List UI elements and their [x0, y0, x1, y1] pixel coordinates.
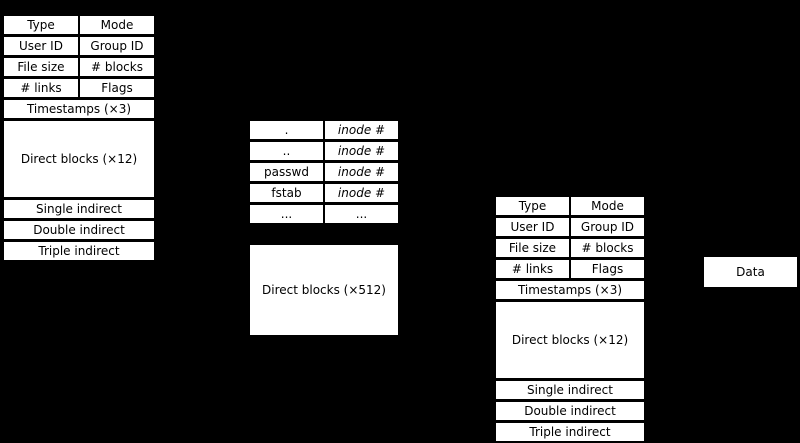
dir-entry-inode: inode #	[324, 120, 399, 140]
table-row: Timestamps (×3)	[495, 280, 645, 300]
table-row: passwd inode #	[249, 162, 399, 182]
inode-field-triple-indirect: Triple indirect	[495, 422, 645, 442]
directory-entry-list: . inode # .. inode # passwd inode # fsta…	[249, 119, 399, 225]
indirect-block-box: Direct blocks (×512)	[249, 244, 399, 336]
inode-field-double-indirect: Double indirect	[3, 220, 155, 240]
inode-field-user-id: User ID	[3, 36, 79, 56]
dir-entry-name: ..	[249, 141, 324, 161]
inode-structure: Type Mode User ID Group ID File size # b…	[495, 195, 645, 443]
file-inode-table: Type Mode User ID Group ID File size # b…	[495, 195, 645, 443]
table-row: User ID Group ID	[3, 36, 155, 56]
dir-entry-name: fstab	[249, 183, 324, 203]
table-row: Single indirect	[3, 199, 155, 219]
inode-field-user-id: User ID	[495, 217, 570, 237]
inode-field-triple-indirect: Triple indirect	[3, 241, 155, 261]
inode-field-double-indirect: Double indirect	[495, 401, 645, 421]
inode-field-mode: Mode	[570, 196, 645, 216]
directory-entries-table: . inode # .. inode # passwd inode # fsta…	[249, 119, 399, 225]
inode-field-file-size: File size	[495, 238, 570, 258]
table-row: File size # blocks	[495, 238, 645, 258]
table-row: Type Mode	[495, 196, 645, 216]
inode-field-num-blocks: # blocks	[570, 238, 645, 258]
table-row: User ID Group ID	[495, 217, 645, 237]
inode-field-group-id: Group ID	[570, 217, 645, 237]
dir-entry-name: passwd	[249, 162, 324, 182]
dir-entry-inode: ...	[324, 204, 399, 224]
inode-field-single-indirect: Single indirect	[495, 380, 645, 400]
inode-field-flags: Flags	[79, 78, 155, 98]
dir-entry-inode: inode #	[324, 141, 399, 161]
table-row: # links Flags	[3, 78, 155, 98]
inode-field-timestamps: Timestamps (×3)	[495, 280, 645, 300]
data-block-box: Data	[703, 256, 798, 288]
dir-entry-inode: inode #	[324, 183, 399, 203]
inode-field-timestamps: Timestamps (×3)	[3, 99, 155, 119]
table-row: Triple indirect	[3, 241, 155, 261]
inode-field-single-indirect: Single indirect	[3, 199, 155, 219]
table-row: . inode #	[249, 120, 399, 140]
inode-field-num-links: # links	[495, 259, 570, 279]
table-row: Single indirect	[495, 380, 645, 400]
table-row: fstab inode #	[249, 183, 399, 203]
inode-field-direct-blocks: Direct blocks (×12)	[495, 301, 645, 379]
table-row: Double indirect	[3, 220, 155, 240]
table-row: File size # blocks	[3, 57, 155, 77]
table-row: Type Mode	[3, 15, 155, 35]
inode-field-mode: Mode	[79, 15, 155, 35]
inode-field-type: Type	[3, 15, 79, 35]
dir-entry-inode: inode #	[324, 162, 399, 182]
table-row: Timestamps (×3)	[3, 99, 155, 119]
table-row: Direct blocks (×12)	[495, 301, 645, 379]
inode-field-num-blocks: # blocks	[79, 57, 155, 77]
dir-entry-name: .	[249, 120, 324, 140]
dir-entry-name: ...	[249, 204, 324, 224]
inode-field-direct-blocks: Direct blocks (×12)	[3, 120, 155, 198]
inode-field-num-links: # links	[3, 78, 79, 98]
inode-field-file-size: File size	[3, 57, 79, 77]
table-row: Double indirect	[495, 401, 645, 421]
inode-field-flags: Flags	[570, 259, 645, 279]
directory-inode-table: Type Mode User ID Group ID File size # b…	[3, 14, 155, 262]
filesystem-inode-diagram: Type Mode User ID Group ID File size # b…	[3, 14, 798, 442]
table-row: Triple indirect	[495, 422, 645, 442]
inode-field-type: Type	[495, 196, 570, 216]
table-row: # links Flags	[495, 259, 645, 279]
table-row: ... ...	[249, 204, 399, 224]
inode-structure: Type Mode User ID Group ID File size # b…	[3, 14, 155, 262]
inode-field-group-id: Group ID	[79, 36, 155, 56]
table-row: Direct blocks (×12)	[3, 120, 155, 198]
table-row: .. inode #	[249, 141, 399, 161]
